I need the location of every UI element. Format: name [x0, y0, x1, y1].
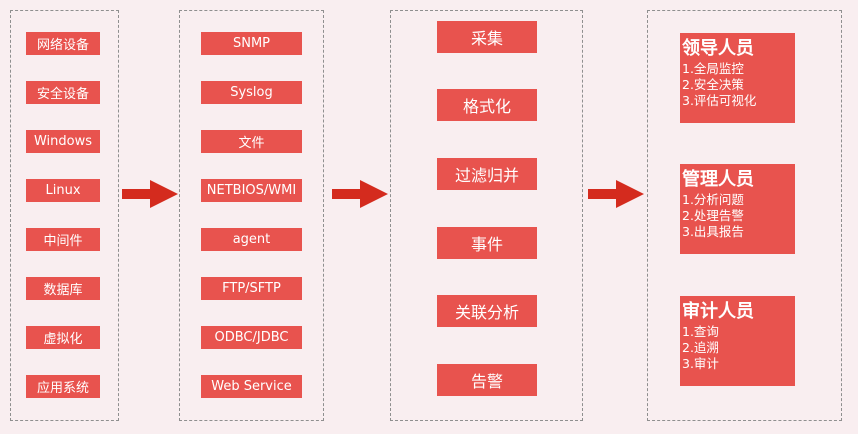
protocol-item-syslog: Syslog — [201, 81, 302, 104]
source-item-windows: Windows — [26, 130, 100, 153]
role-item: 3.出具报告 — [682, 224, 744, 239]
step-item-alert: 告警 — [437, 364, 537, 396]
role-card-manager: 管理人员 1.分析问题 2.处理告警 3.出具报告 — [680, 164, 795, 254]
sources-column: 网络设备 安全设备 Windows Linux 中间件 数据库 虚拟化 应用系统 — [10, 10, 119, 421]
source-item-security-device: 安全设备 — [26, 81, 100, 104]
flow-arrow-3 — [588, 180, 644, 208]
role-title-auditor: 审计人员 — [682, 301, 754, 322]
flow-arrow-2 — [332, 180, 388, 208]
role-title-leader: 领导人员 — [682, 38, 754, 59]
step-item-format: 格式化 — [437, 89, 537, 121]
role-item: 1.分析问题 — [682, 192, 744, 207]
role-card-auditor: 审计人员 1.查询 2.追溯 3.审计 — [680, 296, 795, 386]
protocol-item-snmp: SNMP — [201, 32, 302, 55]
source-item-application: 应用系统 — [26, 375, 100, 398]
steps-column: 采集 格式化 过滤归并 事件 关联分析 告警 — [390, 10, 583, 421]
step-item-filter-merge: 过滤归并 — [437, 158, 537, 190]
source-item-database: 数据库 — [26, 277, 100, 300]
protocol-item-ftp-sftp: FTP/SFTP — [201, 277, 302, 300]
role-item: 1.查询 — [682, 324, 719, 339]
flow-arrow-1 — [122, 180, 178, 208]
role-item: 3.审计 — [682, 356, 719, 371]
role-card-leader: 领导人员 1.全局监控 2.安全决策 3.评估可视化 — [680, 33, 795, 123]
source-item-network-device: 网络设备 — [26, 32, 100, 55]
source-item-middleware: 中间件 — [26, 228, 100, 251]
protocol-item-netbios-wmi: NETBIOS/WMI — [201, 179, 302, 202]
protocol-item-odbc-jdbc: ODBC/JDBC — [201, 326, 302, 349]
step-item-event: 事件 — [437, 227, 537, 259]
protocol-item-file: 文件 — [201, 130, 302, 153]
step-item-collect: 采集 — [437, 21, 537, 53]
role-title-manager: 管理人员 — [682, 169, 754, 190]
protocol-item-web-service: Web Service — [201, 375, 302, 398]
roles-column: 领导人员 1.全局监控 2.安全决策 3.评估可视化 管理人员 1.分析问题 2… — [647, 10, 842, 421]
role-item: 2.安全决策 — [682, 77, 744, 92]
source-item-linux: Linux — [26, 179, 100, 202]
role-item: 2.追溯 — [682, 340, 719, 355]
protocols-column: SNMP Syslog 文件 NETBIOS/WMI agent FTP/SFT… — [179, 10, 324, 421]
role-item: 3.评估可视化 — [682, 93, 757, 108]
source-item-virtualization: 虚拟化 — [26, 326, 100, 349]
protocol-item-agent: agent — [201, 228, 302, 251]
role-item: 2.处理告警 — [682, 208, 744, 223]
step-item-correlation: 关联分析 — [437, 295, 537, 327]
role-item: 1.全局监控 — [682, 61, 744, 76]
